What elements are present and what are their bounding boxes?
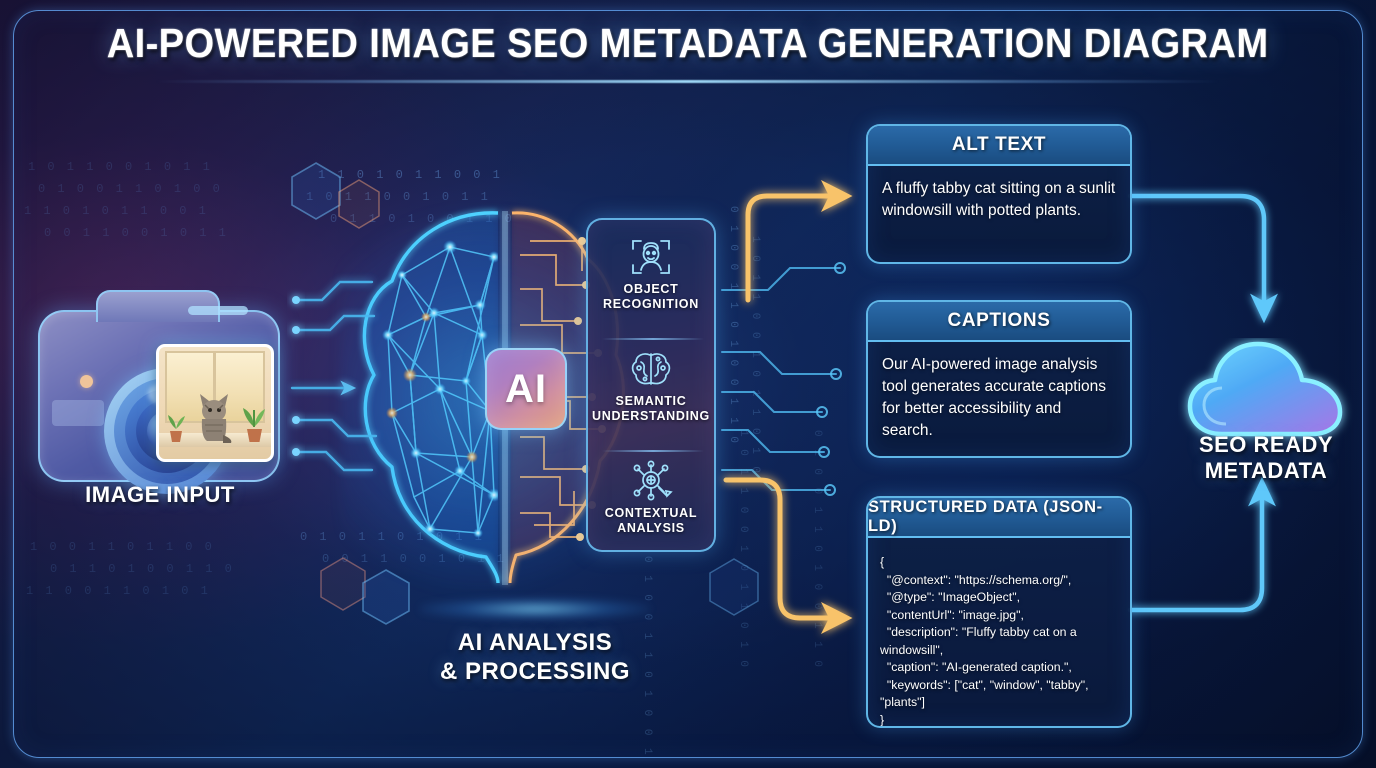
capability-label: CONTEXTUAL ANALYSIS — [604, 506, 698, 535]
ai-chip-label: AI — [505, 366, 547, 411]
binary-decoration-left: 0 1 1 0 1 0 0 1 1 0 — [50, 562, 235, 576]
seo-label-line1: SEO READY — [1198, 432, 1334, 457]
input-trace-nodes — [292, 296, 300, 456]
image-input-label: IMAGE INPUT — [85, 482, 235, 507]
hexagon-decoration — [320, 557, 366, 611]
hexagon-decoration — [338, 179, 380, 229]
binary-decoration-center: 1 0 1 1 0 0 1 0 1 1 — [306, 190, 491, 204]
binary-decoration-left: 1 1 0 1 0 1 1 0 0 1 — [24, 204, 209, 218]
binary-decoration-vertical: 0 1 0 0 1 1 0 1 0 0 1 1 0 — [727, 206, 739, 447]
page-title-container: AI-POWERED IMAGE SEO METADATA GENERATION… — [0, 20, 1376, 67]
seo-ready-metadata-label: SEO READY METADATA — [1150, 432, 1376, 484]
card-body: A fluffy tabby cat sitting on a sunlit w… — [882, 180, 1116, 219]
potted-plant-icon — [168, 415, 185, 442]
card-title: ALT TEXT — [951, 134, 1047, 155]
binary-decoration-center: 0 0 1 1 0 0 1 0 1 1 — [322, 552, 504, 566]
hexagon-decoration — [709, 558, 759, 616]
ai-brain-graphic — [330, 185, 680, 615]
object-recognition-scan-icon — [588, 236, 714, 278]
brain-network-svg — [362, 211, 625, 585]
output-card-captions[interactable]: CAPTIONS Our AI-powered image analysis t… — [866, 300, 1132, 458]
title-underline — [155, 80, 1220, 83]
hexagon-decoration — [291, 162, 341, 220]
output-card-alt-text[interactable]: ALT TEXT A fluffy tabby cat sitting on a… — [866, 124, 1132, 264]
capability-label: OBJECT RECOGNITION — [603, 282, 699, 311]
card-title: CAPTIONS — [947, 310, 1051, 331]
ai-analysis-label: AI ANALYSIS & PROCESSING — [390, 628, 680, 686]
capability-object-recognition[interactable]: OBJECT RECOGNITION — [588, 228, 714, 340]
camera-top-housing — [96, 290, 248, 322]
card-title: STRUCTURED DATA (JSON-LD) — [868, 498, 1103, 535]
ai-chip-badge: AI — [485, 348, 567, 430]
card-header: CAPTIONS — [868, 302, 1130, 342]
ai-analysis-line1: AI ANALYSIS — [457, 629, 613, 656]
page-title: AI-POWERED IMAGE SEO METADATA GENERATION… — [107, 20, 1269, 66]
input-photo-thumbnail — [156, 344, 274, 462]
capability-semantic-understanding[interactable]: SEMANTIC UNDERSTANDING — [588, 338, 714, 452]
brain-underglow — [420, 598, 650, 620]
card-header: ALT TEXT — [868, 126, 1130, 166]
seo-ready-cloud — [1178, 338, 1358, 448]
output-card-structured-data[interactable]: STRUCTURED DATA (JSON-LD) { "@context": … — [866, 496, 1132, 728]
binary-decoration-left: 0 1 0 0 1 1 0 1 0 0 — [38, 182, 223, 196]
binary-decoration-vertical: 0 1 0 0 1 1 0 1 0 0 1 1 0 — [811, 430, 823, 671]
binary-decoration-left: 1 0 0 1 1 0 1 1 0 0 — [30, 540, 215, 554]
binary-decoration-left: 1 0 1 1 0 0 1 0 1 1 — [28, 160, 213, 174]
binary-decoration-center: 1 1 0 1 0 1 1 0 0 1 — [318, 168, 503, 182]
seo-label-line2: METADATA — [1204, 458, 1328, 483]
ai-analysis-line2: & PROCESSING — [439, 658, 631, 685]
cloud-icon — [1187, 341, 1343, 437]
binary-decoration-vertical: 1 0 1 1 0 0 1 0 1 1 0 1 0 — [737, 430, 749, 671]
binary-decoration-vertical: 1 0 1 1 0 0 1 0 1 1 0 1 0 — [749, 236, 761, 477]
camera-grip-strip — [52, 400, 104, 426]
arrow-alt-text-to-cloud — [1127, 193, 1278, 324]
capability-contextual-analysis[interactable]: CONTEXTUAL ANALYSIS — [588, 450, 714, 564]
hexagon-decoration — [362, 569, 410, 625]
camera-flash-icon — [188, 306, 248, 315]
ai-capabilities-panel: OBJECT RECOGNITION — [586, 218, 716, 552]
cat-photo-icon — [200, 394, 232, 443]
card-body-json: { "@context": "https://schema.org/", "@t… — [880, 555, 1089, 727]
contextual-network-icon — [588, 460, 714, 502]
binary-decoration-left: 0 0 1 1 0 0 1 0 1 1 — [44, 226, 229, 240]
binary-decoration-left: 1 1 0 0 1 1 0 1 0 1 — [26, 584, 211, 598]
arrow-structured-data-to-cloud — [1127, 476, 1276, 613]
card-body: Our AI-powered image analysis tool gener… — [882, 356, 1107, 439]
camera-indicator-dot — [80, 375, 93, 388]
image-input-camera — [28, 282, 290, 522]
brain-icon — [588, 348, 714, 390]
potted-plant-icon — [243, 408, 265, 442]
card-header: STRUCTURED DATA (JSON-LD) — [868, 498, 1130, 538]
capability-label: SEMANTIC UNDERSTANDING — [592, 394, 710, 423]
